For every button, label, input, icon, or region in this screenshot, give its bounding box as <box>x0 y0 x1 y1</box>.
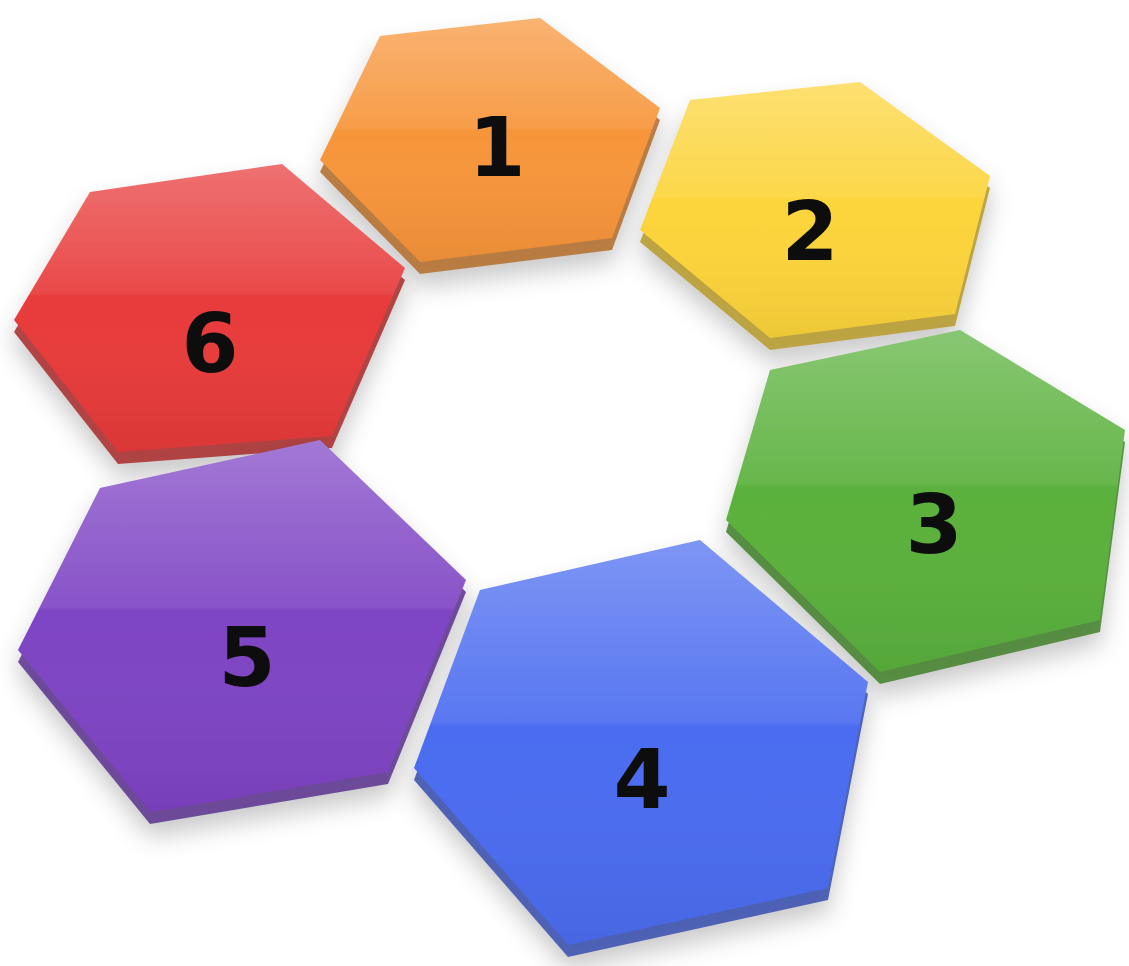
hexagon-4-label: 4 <box>613 733 670 828</box>
hexagon-6-label: 6 <box>181 297 238 392</box>
hexagon-segment-5: 5 <box>18 440 466 824</box>
hexagon-3-label: 3 <box>905 478 962 573</box>
hexagon-5-label: 5 <box>218 611 275 706</box>
hexagon-2-label: 2 <box>781 185 838 280</box>
hexagon-segment-2: 2 <box>640 82 990 350</box>
hexagon-segment-1: 1 <box>320 18 660 274</box>
hexagon-segment-6: 6 <box>14 164 405 464</box>
hexagon-1-label: 1 <box>468 101 525 196</box>
